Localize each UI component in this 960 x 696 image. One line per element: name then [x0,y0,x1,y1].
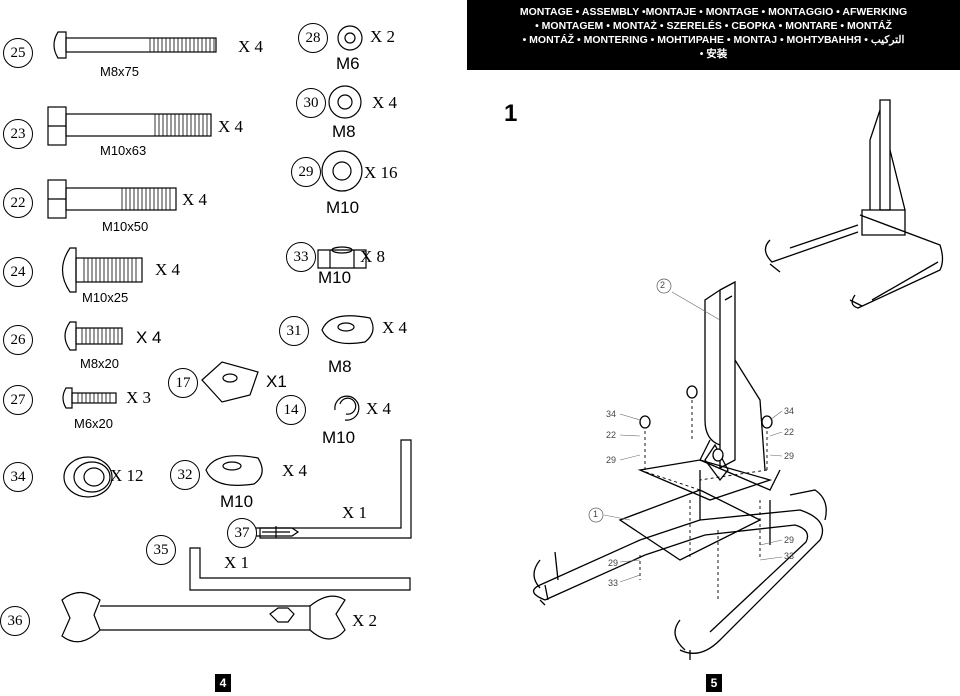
part-size-33: M10 [318,268,352,287]
part-number-35: 35 [146,535,176,565]
callout-left-34: 34 [606,409,617,419]
header-line-1: MONTAGE • ASSEMBLY •MONTAJE • MONTAGE • … [519,6,908,18]
part-qty-25: X 4 [238,37,264,56]
page-number-left: 4 [215,674,231,692]
part-size-30: M8 [332,122,356,141]
part-qty-31: X 4 [382,318,408,337]
part-number-26: 26 [3,325,33,355]
part-size-14: M10 [322,428,356,447]
part-size-27: M6x20 [74,416,114,431]
part-qty-17: X1 [266,372,287,391]
part-qty-34: X 12 [110,466,144,485]
callout-1: 1 [593,509,599,519]
part-qty-26: X 4 [136,328,162,347]
part-number-30: 30 [296,88,326,118]
callout-bottom-33b: 33 [608,578,619,588]
part-qty-22: X 4 [182,190,208,209]
part-number-33: 33 [286,242,316,272]
page-number-right: 5 [706,674,722,692]
part-qty-27: X 3 [126,388,152,407]
part-qty-29: X 16 [364,163,398,182]
part-qty-35: X 1 [224,553,250,572]
part-size-24: M10x25 [82,290,129,305]
part-qty-23: X 4 [218,117,244,136]
part-qty-14: X 4 [366,399,392,418]
part-number-31: 31 [279,316,309,346]
part-number-14: 14 [276,395,306,425]
assembly-header-band: MONTAGE • ASSEMBLY •MONTAJE • MONTAGE • … [467,0,960,70]
callout-bottom-29b: 29 [608,558,619,568]
part-number-34: 34 [3,462,33,492]
part-size-23: M10x63 [100,143,147,158]
part-qty-30: X 4 [372,93,398,112]
callout-right-29: 29 [784,451,795,461]
part-qty-24: X 4 [155,260,181,279]
part-qty-36: X 2 [352,611,378,630]
part-qty-37: X 1 [342,503,368,522]
callout-left-29: 29 [606,455,617,465]
callout-left-22: 22 [606,430,617,440]
callout-bottom-29a: 29 [784,535,795,545]
callout-bottom-33a: 33 [784,551,795,561]
part-size-25: M8x75 [100,64,140,79]
part-number-25: 25 [3,38,33,68]
header-line-4: • 安装 [699,48,728,60]
callout-right-22: 22 [784,427,795,437]
part-number-27: 27 [3,385,33,415]
part-qty-33: X 8 [360,247,386,266]
callout-2: 2 [660,280,666,290]
part-number-28: 28 [298,23,328,53]
part-size-31: M8 [328,357,352,376]
part-number-22: 22 [3,188,33,218]
part-qty-28: X 2 [370,27,396,46]
part-size-32: M10 [220,492,254,511]
part-number-36: 36 [0,606,30,636]
part-number-29: 29 [291,157,321,187]
part-number-24: 24 [3,257,33,287]
part-size-22: M10x50 [102,219,149,234]
step-number: 1 [504,100,518,127]
part-size-29: M10 [326,198,360,217]
part-number-23: 23 [3,119,33,149]
part-size-26: M8x20 [80,356,120,371]
callout-right-34: 34 [784,406,795,416]
header-line-2: • MONTAGEM • MONTAŻ • SZERELÉS • СБОРКА … [535,20,892,32]
part-number-37: 37 [227,518,257,548]
part-size-28: M6 [336,54,360,73]
part-number-17: 17 [168,368,198,398]
part-number-32: 32 [170,460,200,490]
header-line-3: • MONTÁŽ • MONTERING • МОНТИРАНЕ • MONTA… [522,34,905,46]
part-qty-32: X 4 [282,461,308,480]
